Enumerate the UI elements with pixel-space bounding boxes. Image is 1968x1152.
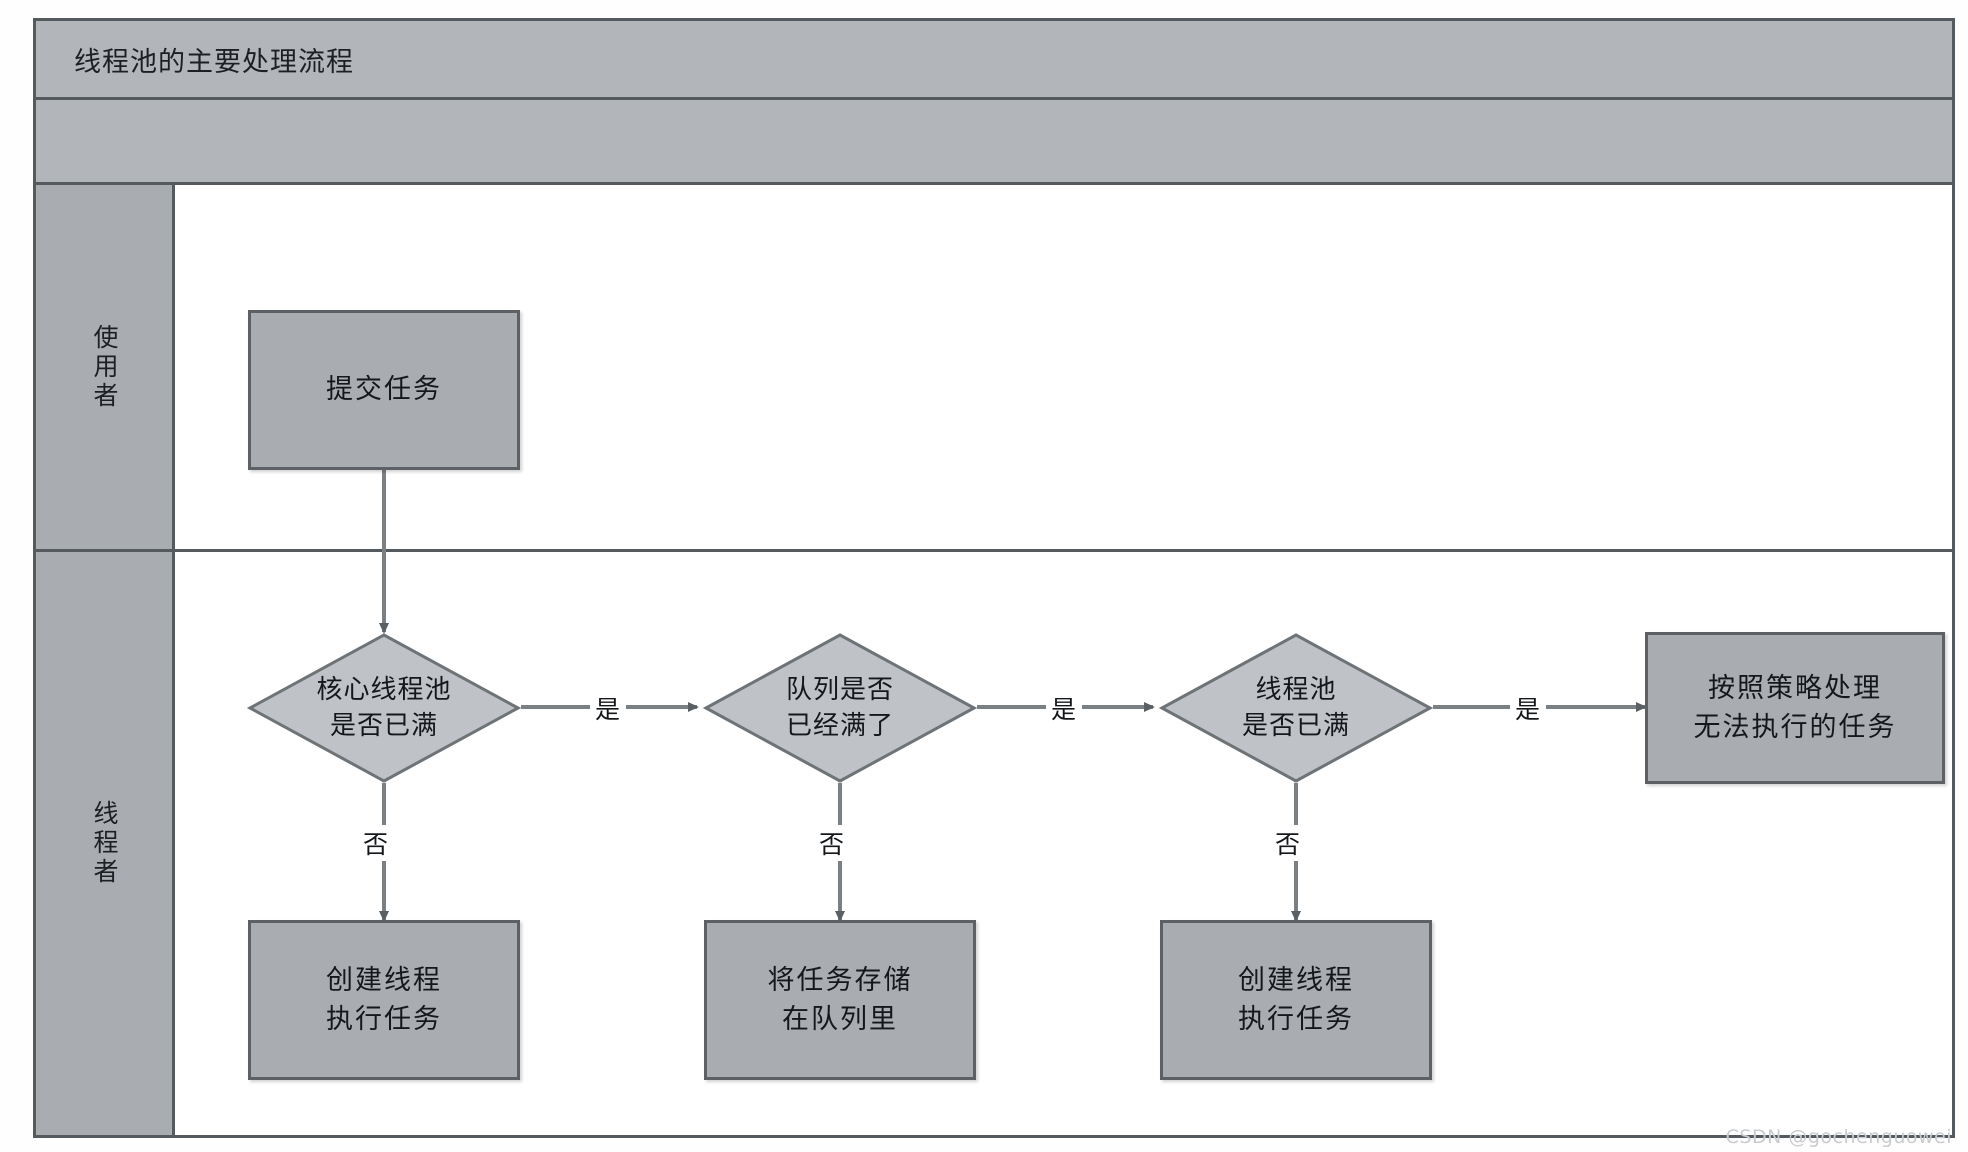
node-queue-full[interactable]: 队列是否 已经满了 [703, 632, 977, 784]
swimlane-label-thread-text: 线程者 [90, 800, 119, 887]
node-pool-full[interactable]: 线程池 是否已满 [1159, 632, 1433, 784]
node-reject[interactable]: 按照策略处理 无法执行的任务 [1645, 632, 1945, 784]
node-create-1[interactable]: 创建线程 执行任务 [248, 920, 520, 1080]
node-create-1-label: 创建线程 执行任务 [326, 964, 442, 1035]
node-submit[interactable]: 提交任务 [248, 310, 520, 470]
edge-label-no-2: 否 [814, 825, 851, 861]
edge-label-no-1: 否 [358, 825, 395, 861]
page-title: 线程池的主要处理流程 [74, 46, 354, 78]
edge-label-yes-2: 是 [1046, 690, 1083, 726]
diagram-header-band: 线程池的主要处理流程 [33, 18, 1955, 100]
swimlane-label-thread: 线程者 [33, 552, 175, 1138]
node-create-2-label: 创建线程 执行任务 [1238, 964, 1354, 1035]
edge-label-yes-3: 是 [1510, 690, 1547, 726]
swimlane-label-user-text: 使用者 [90, 323, 119, 411]
edge-label-no-3: 否 [1270, 825, 1307, 861]
diagram-subheader-band [33, 100, 1955, 185]
node-reject-label: 按照策略处理 无法执行的任务 [1693, 672, 1897, 743]
node-submit-label: 提交任务 [326, 374, 442, 406]
node-store-queue-label: 将任务存储 在队列里 [767, 964, 913, 1035]
node-core-full[interactable]: 核心线程池 是否已满 [247, 632, 521, 784]
watermark: CSDN @gochenguowei [1725, 1126, 1952, 1148]
swimlane-label-user: 使用者 [33, 185, 175, 552]
node-store-queue[interactable]: 将任务存储 在队列里 [704, 920, 976, 1080]
edge-label-yes-1: 是 [590, 690, 627, 726]
node-create-2[interactable]: 创建线程 执行任务 [1160, 920, 1432, 1080]
